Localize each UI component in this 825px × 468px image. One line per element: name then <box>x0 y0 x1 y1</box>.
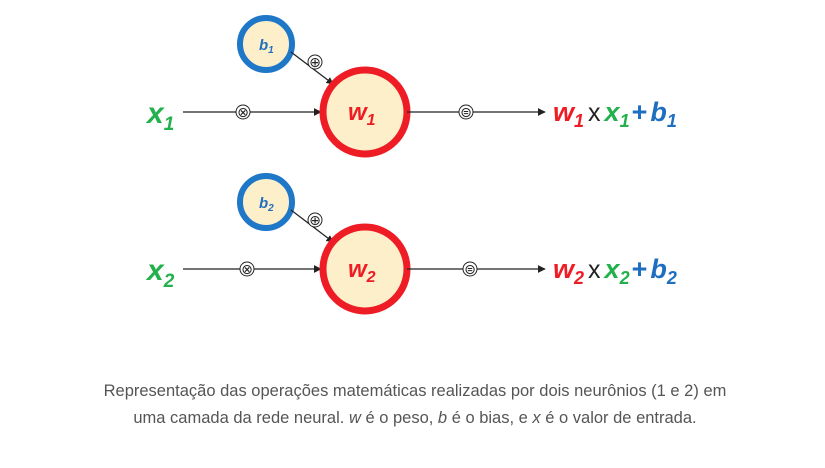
bias-node-1 <box>237 15 295 73</box>
neuron-2-weight-label: w2 <box>348 256 376 286</box>
multiply-op-2-icon: ⊗ <box>241 262 253 278</box>
equals-op-2-icon: ⊜ <box>464 262 476 278</box>
add-op-2-icon: ⊕ <box>309 213 321 229</box>
bias-node-2 <box>237 173 295 231</box>
equals-op-1-icon: ⊜ <box>460 105 472 121</box>
multiply-op-2-circle <box>239 261 255 277</box>
input-label-x1: x1 <box>145 97 174 135</box>
neuron-1-weight-label: w1 <box>348 99 376 129</box>
equals-op-2-circle <box>462 261 478 277</box>
caption-text-2: é o peso, <box>360 409 438 427</box>
caption-text-3: é o bias, e <box>447 409 533 427</box>
equals-op-1-circle <box>458 104 474 120</box>
caption-text-1: Representação das operações matemáticas … <box>103 382 727 427</box>
caption-w: w <box>348 409 361 427</box>
add-op-1-icon: ⊕ <box>309 55 321 71</box>
caption-x: x <box>532 409 541 427</box>
caption-b: b <box>437 409 448 427</box>
caption-text-4: é o valor de entrada. <box>540 409 697 427</box>
multiply-op-1-icon: ⊗ <box>237 105 249 121</box>
add-op-2-circle <box>307 212 323 228</box>
add-op-1-circle <box>307 54 323 70</box>
bias-node-2-label: b2 <box>259 195 274 214</box>
multiply-op-1-circle <box>235 104 251 120</box>
input-label-x2: x2 <box>145 254 175 292</box>
bias-node-1-label: b1 <box>259 37 274 56</box>
figure-caption: Representação das operações matemáticas … <box>95 378 735 432</box>
